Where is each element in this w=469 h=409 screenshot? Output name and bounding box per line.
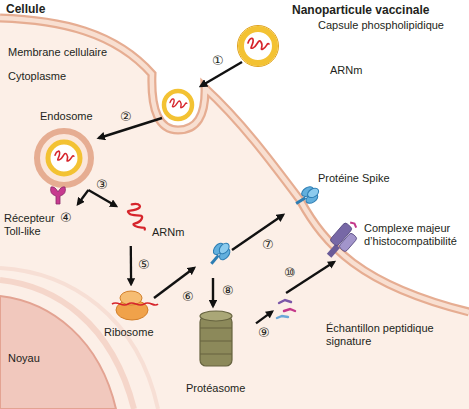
step-number: ⑦: [262, 238, 274, 252]
mhc-chain: [338, 232, 357, 252]
toll-like-receptor: [51, 187, 66, 204]
lipid-capsule: [241, 29, 275, 63]
mhc-complex: [322, 218, 364, 262]
step-number: ①: [212, 54, 224, 68]
step-arrow: [130, 246, 133, 284]
peptide: [350, 221, 357, 228]
part-label: ARNm: [152, 226, 184, 239]
mhc-anchor: [327, 244, 340, 258]
reticulum: [0, 268, 158, 409]
part-label: Protéine Spike: [318, 172, 390, 185]
part-label: Récepteur Toll-like: [4, 212, 68, 238]
step-number: ③: [96, 178, 108, 192]
spike-protein: [205, 239, 234, 269]
heading-label: Cellule: [6, 2, 45, 16]
part-label: Protéasome: [186, 382, 245, 395]
proteasome-ring: [200, 311, 232, 321]
lipid-capsule: [164, 91, 192, 119]
proteasome-barrel: [200, 316, 232, 366]
part-label: ARNm: [330, 64, 362, 77]
step-number: ⑧: [222, 284, 234, 298]
cell-membrane: [0, 18, 469, 312]
heading-label: Nanoparticule vaccinale: [292, 3, 429, 17]
step-number: ⑥: [182, 290, 194, 304]
connector-group: [78, 190, 334, 323]
step-arrow: [88, 190, 116, 206]
vaccine-nanoparticle: Nanoparticule vaccinaleCapsule phospholi…: [236, 2, 467, 86]
step-arrow: [256, 312, 272, 324]
nucleus: Noyau: [0, 312, 118, 409]
rna-strand: [112, 303, 158, 305]
step-arrow: [78, 190, 88, 204]
step-arrow: [212, 278, 214, 306]
part-label: Échantillon peptidique signature: [326, 322, 450, 348]
step-number: ⑩: [284, 266, 296, 280]
part-label: Noyau: [8, 352, 40, 365]
nucleus: [0, 296, 116, 409]
proteasome-ring: [200, 328, 232, 354]
endosome: Endosome: [34, 106, 98, 190]
peptide-sample: Échantillon peptidique signature: [272, 293, 448, 355]
mrna-coil: [55, 151, 74, 161]
peptide: [279, 300, 291, 303]
step-number: ⑨: [258, 326, 270, 340]
step-number: ④: [60, 211, 72, 225]
ribosome: Ribosome: [100, 284, 174, 340]
part-label: Membrane cellulaire: [8, 46, 107, 59]
lipid-capsule: [48, 142, 80, 174]
step-arrow: [232, 215, 283, 250]
spike-protein: Protéine Spike: [286, 170, 406, 214]
part-label: Complexe majeur d’histocompatibilité: [364, 222, 468, 248]
step-number: ⑤: [138, 258, 150, 272]
step-number: ②: [120, 110, 132, 124]
mrna-coil: [248, 38, 269, 49]
cytoplasm: [0, 18, 469, 409]
part-label: Ribosome: [104, 326, 154, 339]
part-label: Cytoplasme: [8, 70, 66, 83]
mrna-coil: [124, 201, 151, 233]
proteasome: Protéasome: [180, 305, 256, 397]
mrna: ARNm: [116, 196, 190, 246]
mhc-complex: Complexe majeur d’histocompatibilité: [334, 220, 468, 290]
reticulum: [0, 280, 134, 409]
spike-protein: [292, 183, 323, 210]
endosome-membrane: [37, 131, 91, 185]
cell-membrane: [0, 18, 469, 312]
peptide: [277, 316, 288, 318]
lipid-capsule: [238, 26, 279, 67]
mrna-coil: [170, 99, 187, 108]
peptide: [284, 309, 295, 311]
part-label: Capsule phospholipidique: [318, 19, 444, 32]
part-label: Endosome: [40, 110, 93, 123]
